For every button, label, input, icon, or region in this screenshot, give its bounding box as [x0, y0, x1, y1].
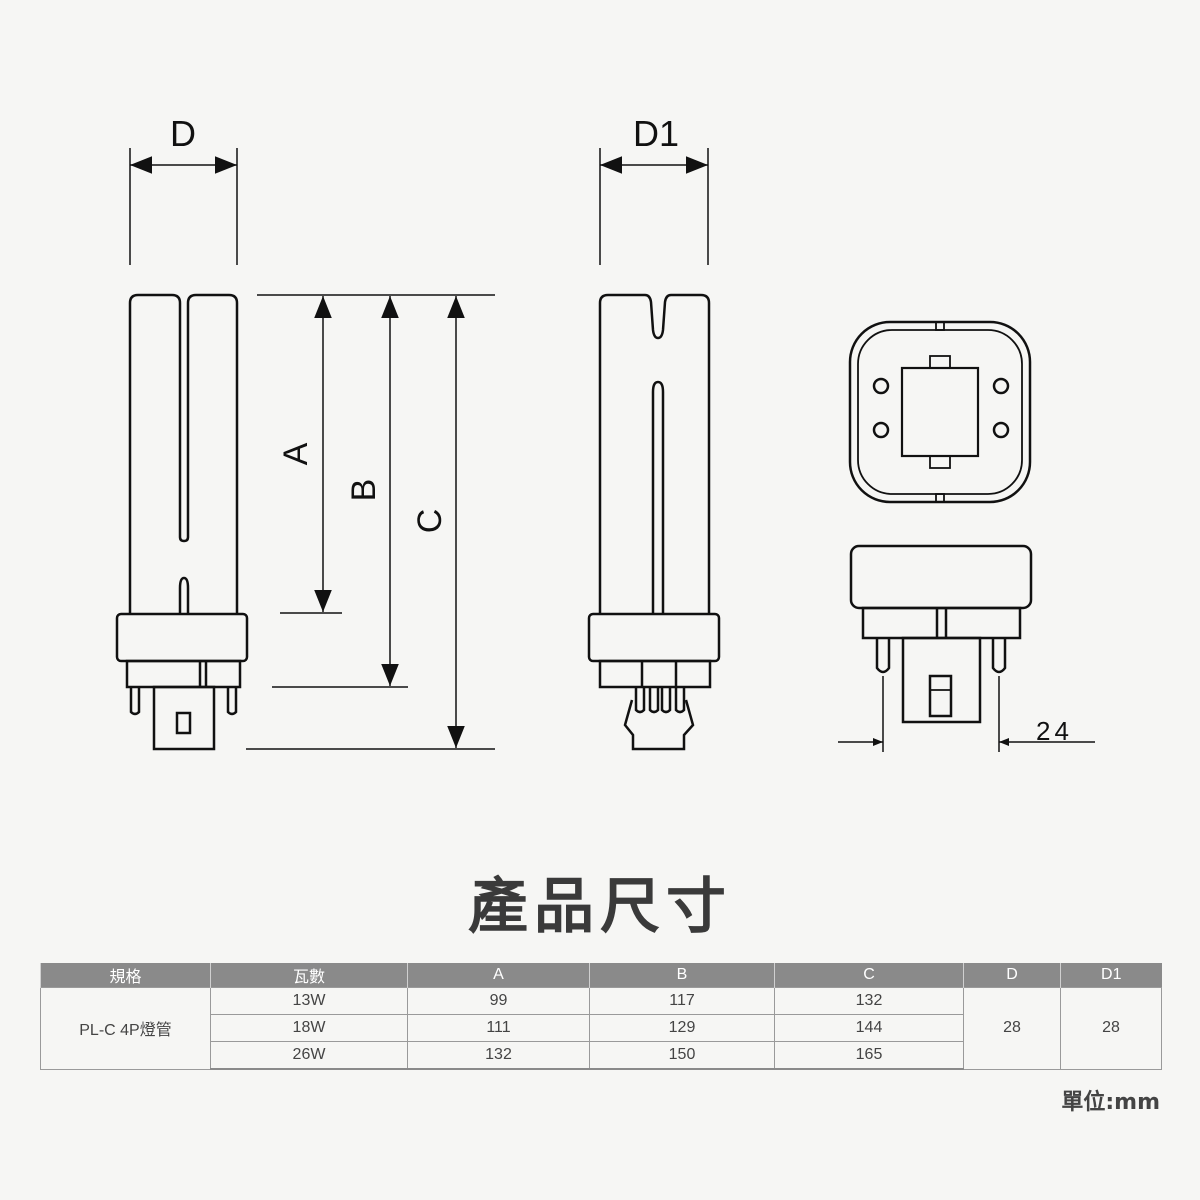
base-side-view	[838, 544, 1095, 752]
label-d1: D1	[633, 113, 679, 154]
table-row: PL-C 4P燈管 13W 99 117 132 28 28	[40, 987, 1162, 1070]
header-a: A	[407, 963, 590, 988]
b-cell: 117	[589, 987, 775, 1015]
a-cell: 99	[407, 987, 590, 1015]
header-watt: 瓦數	[210, 963, 408, 988]
page-title: 產品尺寸	[468, 872, 732, 942]
watt-cell: 26W	[210, 1041, 408, 1070]
header-d1: D1	[1060, 963, 1162, 988]
height-dimension-lines	[246, 294, 495, 750]
unit-note: 單位:mm	[1061, 1090, 1160, 1115]
label-24: 24	[1036, 716, 1073, 746]
d1-cell: 28	[1060, 987, 1162, 1070]
header-spec: 規格	[40, 963, 211, 988]
base-top-view	[848, 320, 1032, 504]
c-cell: 132	[774, 987, 964, 1015]
watt-cell: 18W	[210, 1014, 408, 1042]
watt-cell: 13W	[210, 987, 408, 1015]
table-row: 26W 132 150 165	[41, 1041, 1162, 1070]
b-cell: 129	[589, 1014, 775, 1042]
dimension-table: 規格 瓦數 A B C D D1 PL-C 4P燈管 13W 99 117 13…	[40, 963, 1162, 1070]
side-view-lamp	[587, 148, 721, 751]
table-header-row: 規格 瓦數 A B C D D1	[40, 963, 1162, 988]
c-cell: 165	[774, 1041, 964, 1070]
header-b: B	[589, 963, 775, 988]
table-row: 18W 111 129 144	[41, 1014, 1162, 1042]
a-cell: 111	[407, 1014, 590, 1042]
a-cell: 132	[407, 1041, 590, 1070]
c-cell: 144	[774, 1014, 964, 1042]
header-c: C	[774, 963, 964, 988]
d-cell: 28	[963, 987, 1061, 1070]
lamp-dimension-drawing: A B C D D1	[115, 113, 1095, 752]
label-a: A	[277, 442, 315, 465]
header-d: D	[963, 963, 1061, 988]
label-c: C	[411, 509, 449, 534]
b-cell: 150	[589, 1041, 775, 1070]
label-d: D	[170, 113, 196, 154]
label-b: B	[345, 479, 383, 502]
front-view-lamp	[115, 148, 249, 751]
model-cell: PL-C 4P燈管	[40, 987, 211, 1070]
